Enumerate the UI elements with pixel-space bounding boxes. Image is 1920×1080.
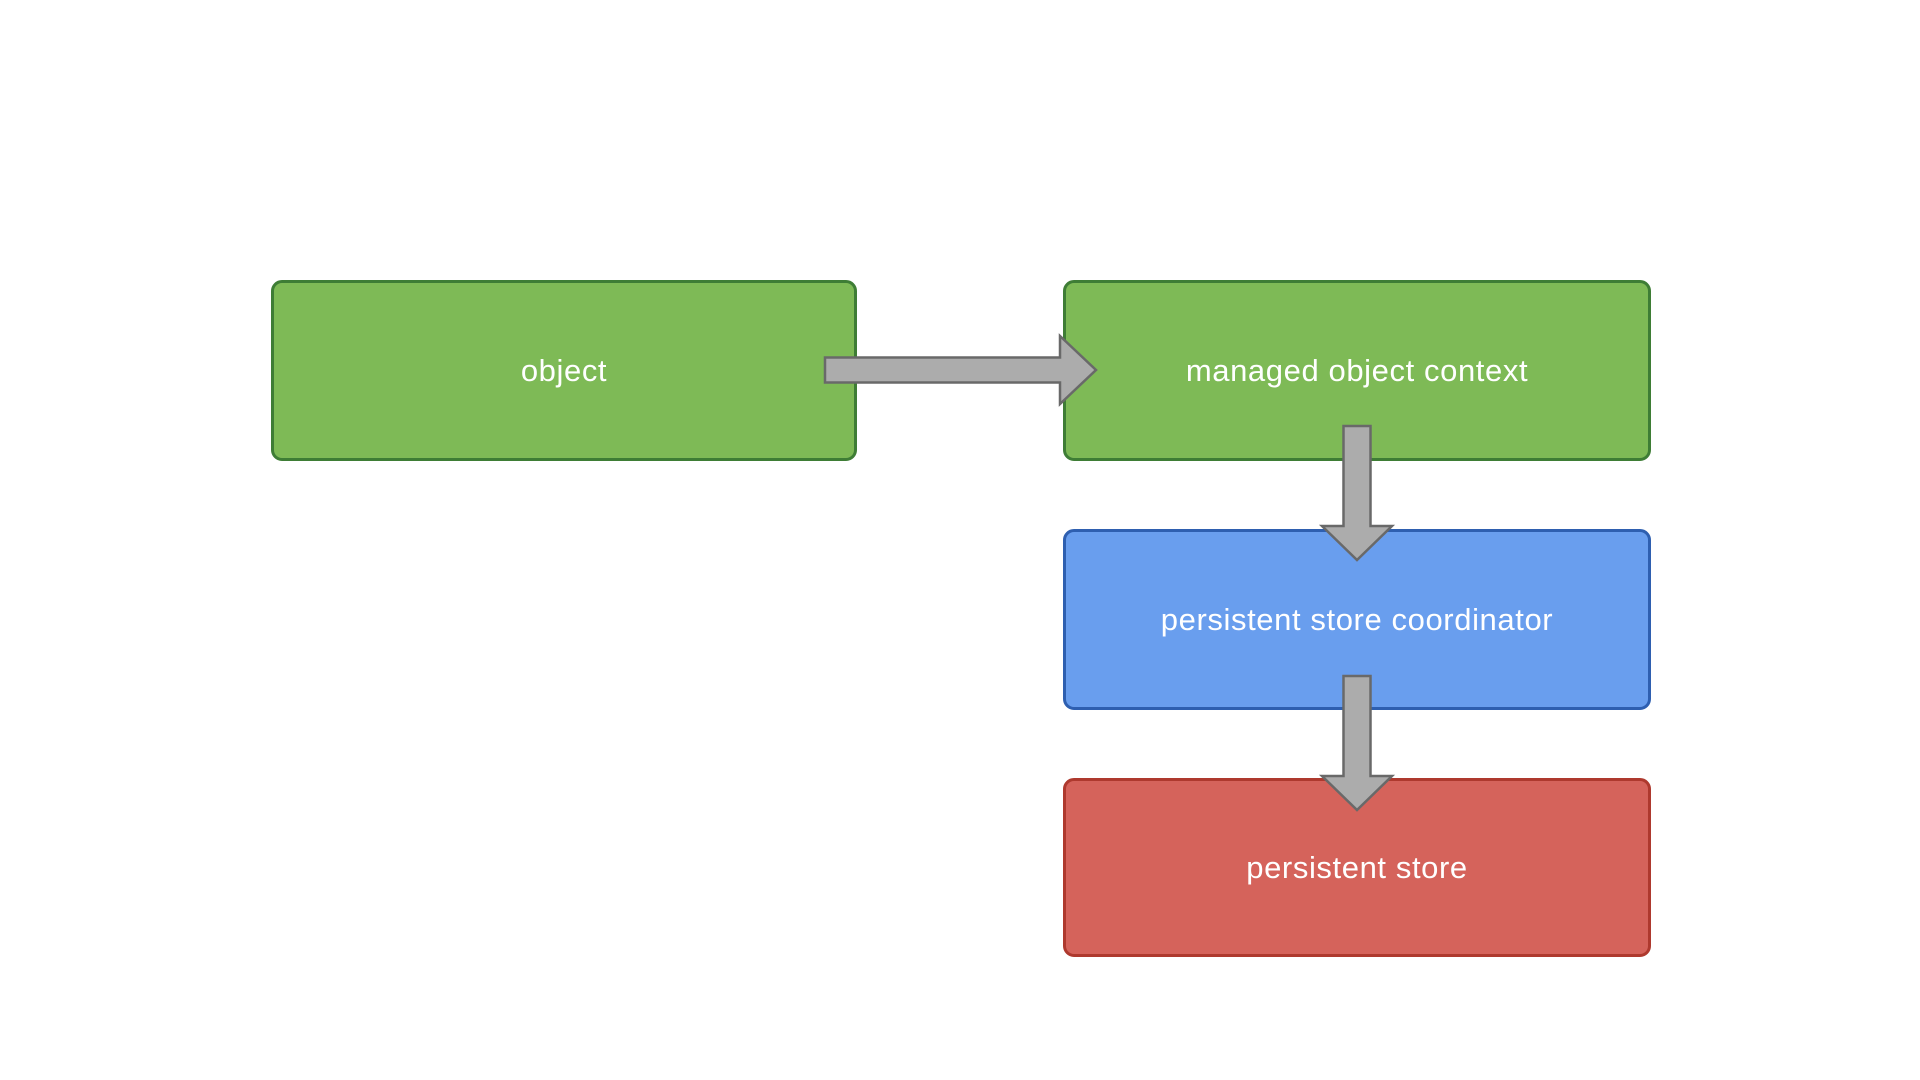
node-persistent-store-coordinator: persistent store coordinator: [1063, 529, 1651, 710]
node-persistent-store: persistent store: [1063, 778, 1651, 957]
node-managed-object-context-label: managed object context: [1185, 352, 1529, 388]
node-object-label: object: [520, 352, 608, 388]
node-managed-object-context: managed object context: [1063, 280, 1651, 461]
node-persistent-store-label: persistent store: [1246, 849, 1468, 885]
arrow-object-to-context-icon: [823, 333, 1098, 407]
node-persistent-store-coordinator-label: persistent store coordinator: [1160, 601, 1554, 637]
node-object: object: [271, 280, 857, 461]
